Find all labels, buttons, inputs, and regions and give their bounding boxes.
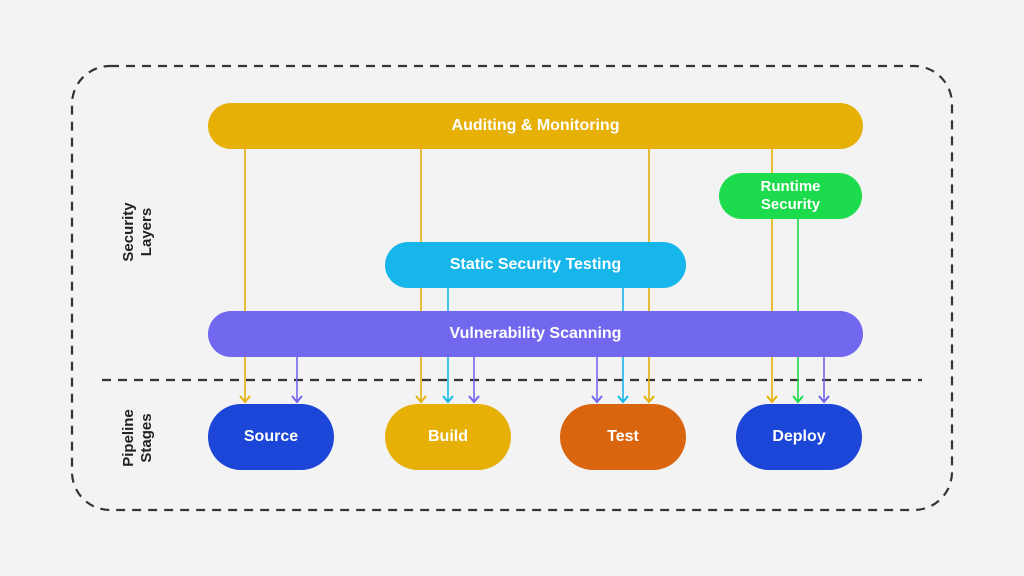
auditing-monitoring-label: Auditing & Monitoring [451,117,620,134]
security-layers-label: Security Layers [120,177,156,287]
static-security-testing-layer: Static Security Testing [385,242,686,288]
static-security-testing-label: Static Security Testing [449,256,622,273]
pipeline-stages-label: Pipeline Stages [120,383,156,493]
stage-build: Build [385,404,511,470]
stage-deploy-label: Deploy [772,428,826,445]
runtime-security-label-line2: Security [760,196,821,213]
pipeline-stages-label-line2: Stages [138,413,155,463]
vulnerability-scanning-label: Vulnerability Scanning [449,325,622,342]
vulnerability-scanning-layer: Vulnerability Scanning [208,311,863,357]
security-layers-label-line2: Layers [138,207,155,257]
stage-test-label: Test [607,428,639,445]
stage-source: Source [208,404,334,470]
outer-frame [70,64,954,512]
runtime-security-label-line1: Runtime [760,178,821,195]
stage-deploy: Deploy [736,404,862,470]
security-layers-label-line1: Security [120,202,137,262]
stage-build-label: Build [428,428,468,445]
auditing-monitoring-layer: Auditing & Monitoring [208,103,863,149]
stage-test: Test [560,404,686,470]
pipeline-stages-label-line1: Pipeline [120,409,137,467]
runtime-security-layer: Runtime Security [719,173,862,219]
stage-source-label: Source [243,428,299,445]
